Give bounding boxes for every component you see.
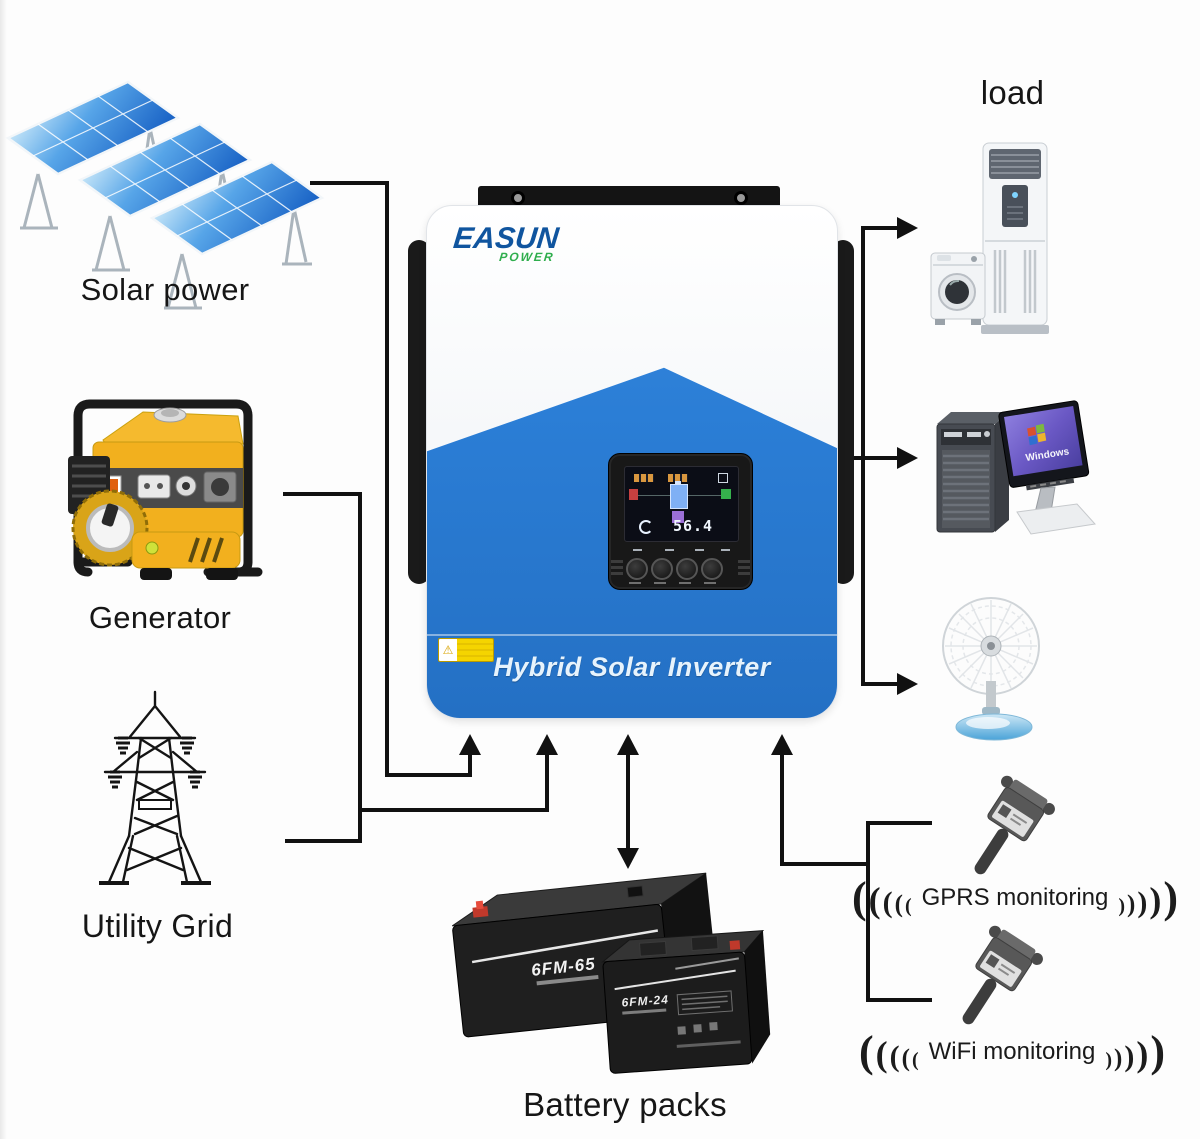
arrow-monitor-into-inverter — [771, 734, 793, 755]
arrow-battery-up — [617, 734, 639, 755]
lcd-battery-nub — [675, 481, 681, 484]
inverter-control-panel: 56.4 — [608, 453, 753, 590]
battery-small-model: 6FM-24 — [621, 992, 669, 1009]
load-label: load — [980, 74, 1045, 111]
lcd-mode-icon — [672, 511, 684, 523]
product-name-label: Hybrid Solar Inverter — [493, 652, 771, 682]
battery-small-icon: 6FM-24 — [601, 930, 771, 1074]
wire-wifi-branch — [866, 998, 932, 1002]
inverter: EASUN POWER 56.4 — [426, 205, 838, 719]
bracket-screw-hole — [511, 191, 525, 205]
lcd-pv-icon — [629, 489, 638, 500]
solar-panel-3 — [149, 160, 325, 310]
air-conditioner-icon — [981, 142, 1049, 334]
wifi-monitoring-row: ((((( WiFi monitoring ))))) — [852, 1022, 1172, 1082]
panel-button-up[interactable] — [651, 558, 673, 580]
gprs-dongle-icon — [974, 775, 1055, 875]
panel-legend-mark — [695, 549, 704, 551]
solar-panels-icon — [5, 80, 325, 310]
wire-generator-v — [358, 492, 362, 843]
inverter-seam-line — [427, 634, 837, 636]
panel-button-label — [654, 582, 666, 584]
arrow-solar-into-inverter — [459, 734, 481, 755]
wire-solar-h2 — [385, 773, 472, 777]
utility-grid-icon — [99, 690, 211, 885]
panel-button-esc[interactable] — [626, 558, 648, 580]
lcd-grid-icon — [718, 473, 728, 483]
table-fan-icon — [942, 597, 1040, 741]
panel-button-label — [704, 582, 716, 584]
wire-solar-stem — [468, 752, 472, 777]
panel-button-enter[interactable] — [701, 558, 723, 580]
wifi-dongle-icon — [962, 925, 1043, 1025]
panel-grip — [611, 566, 623, 569]
lcd-load-icon — [721, 489, 731, 499]
wire-monitor-v — [866, 821, 870, 1002]
lcd-cycle-icon — [639, 520, 653, 534]
panel-button-down[interactable] — [676, 558, 698, 580]
inverter-lcd-screen: 56.4 — [624, 466, 739, 542]
lcd-segment-readout — [634, 474, 654, 482]
arrow-generator-into-inverter — [536, 734, 558, 755]
utility-grid-label: Utility Grid — [81, 908, 234, 944]
battery-packs-label: Battery packs — [523, 1086, 727, 1123]
photo-edge — [0, 0, 7, 1139]
panel-grip — [738, 572, 750, 575]
generator-label: Generator — [88, 600, 232, 635]
wifi-monitoring-label: WiFi monitoring — [928, 1038, 1096, 1065]
bracket-screw-hole — [734, 191, 748, 205]
lcd-battery-icon — [670, 484, 688, 509]
panel-legend-mark — [721, 549, 730, 551]
wire-output-pc — [861, 456, 899, 460]
panel-grip — [738, 560, 750, 563]
signal-waves-left-icon: ((((( — [851, 873, 912, 922]
inverter-left-heatsink — [408, 240, 430, 584]
computer-icon: Windows — [936, 400, 1096, 535]
wire-output-fan — [861, 682, 899, 686]
load-appliances-icon — [930, 142, 1049, 334]
panel-grip — [611, 560, 623, 563]
gprs-monitoring-label: GPRS monitoring — [921, 884, 1109, 911]
arrow-to-computer — [897, 447, 918, 469]
pc-monitor-icon: Windows — [998, 400, 1090, 491]
caution-sticker-text — [457, 639, 493, 661]
wire-utility-h — [285, 839, 362, 843]
wire-battery-stem — [626, 752, 630, 852]
wire-monitor-stem — [780, 752, 784, 866]
arrow-battery-down — [617, 848, 639, 869]
panel-grip — [738, 566, 750, 569]
battery-packs-icon: 6FM-65 6FM-24 — [451, 872, 771, 1074]
generator-icon — [68, 399, 263, 580]
easun-power-logo: EASUN POWER — [451, 222, 560, 264]
panel-button-label — [679, 582, 691, 584]
signal-waves-right-icon: ))))) — [1118, 873, 1179, 922]
solar-power-label: Solar power — [80, 272, 250, 307]
pc-tower-icon — [936, 412, 1009, 533]
wire-output-load — [861, 226, 899, 230]
washing-machine-icon — [930, 252, 986, 325]
wire-gprs-branch — [866, 821, 932, 825]
panel-legend-mark — [665, 549, 674, 551]
panel-button-label — [629, 582, 641, 584]
wire-generator-h2 — [358, 808, 549, 812]
gprs-monitoring-row: ((((( GPRS monitoring ))))) — [852, 870, 1178, 926]
warning-triangle-icon: ⚠ — [439, 639, 457, 661]
signal-waves-right-icon: ))))) — [1105, 1027, 1165, 1076]
lcd-main-value: 56.4 — [672, 517, 714, 535]
arrow-to-fan — [897, 673, 918, 695]
panel-grip — [611, 572, 623, 575]
wire-solar-h1 — [310, 181, 389, 185]
caution-sticker: ⚠ — [438, 638, 494, 662]
wire-solar-v — [385, 181, 389, 777]
wire-monitor-h1 — [780, 862, 870, 866]
arrow-to-load — [897, 217, 918, 239]
wire-generator-h1 — [283, 492, 362, 496]
signal-waves-left-icon: ((((( — [858, 1027, 919, 1076]
wire-generator-stem — [545, 752, 549, 810]
panel-legend-mark — [633, 549, 642, 551]
lcd-segment-readout — [668, 474, 688, 482]
